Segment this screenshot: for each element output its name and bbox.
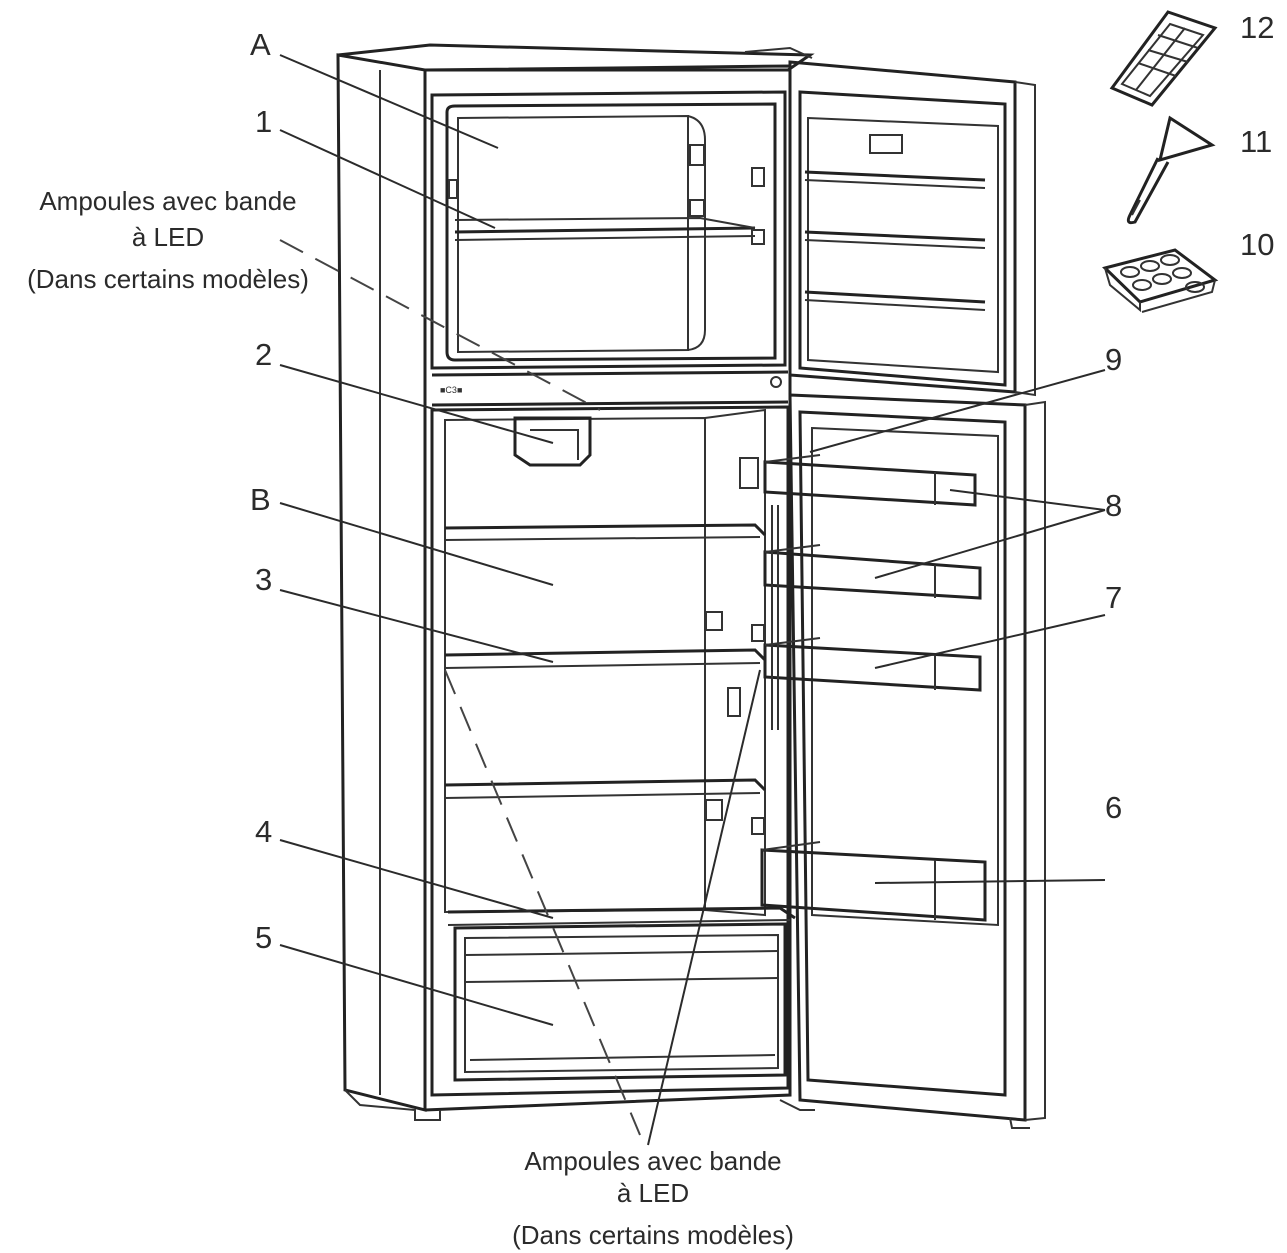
label-3: 3 — [255, 562, 272, 597]
label-10: 10 — [1240, 227, 1274, 262]
leader-lines — [279, 54, 1106, 1146]
freezer-door — [788, 60, 1036, 397]
ice-scraper-11 — [1126, 115, 1216, 225]
label-5: 5 — [255, 920, 272, 955]
freezer-compartment — [430, 90, 787, 370]
fridge-door — [739, 393, 1046, 1129]
egg-tray-10 — [1102, 248, 1219, 313]
part-labels: A 1 2 B 3 4 5 6 7 8 9 10 11 12 — [250, 10, 1274, 955]
led-strip-dashes — [279, 239, 641, 1136]
label-7: 7 — [1105, 580, 1122, 615]
caption-bottom-line1: Ampoules avec bande — [524, 1146, 781, 1176]
label-12: 12 — [1240, 10, 1274, 45]
label-a: A — [250, 27, 271, 62]
label-2: 2 — [255, 337, 272, 372]
caption-top-line1: Ampoules avec bande — [39, 186, 296, 216]
caption-top-line2: à LED — [132, 222, 204, 252]
label-b: B — [250, 482, 271, 517]
caption-bottom-line3: (Dans certains modèles) — [512, 1220, 794, 1250]
fridge-compartment — [430, 405, 796, 1097]
label-11: 11 — [1240, 124, 1272, 159]
svg-text:■C3■: ■C3■ — [440, 385, 462, 395]
label-1: 1 — [255, 104, 272, 139]
caption-led-bottom: Ampoules avec bande à LED (Dans certains… — [512, 1146, 794, 1250]
label-4: 4 — [255, 814, 272, 849]
refrigerator-cabinet: ■C3■ — [336, 43, 815, 1121]
caption-bottom-line2: à LED — [617, 1178, 689, 1208]
ice-tray-12 — [1109, 10, 1218, 107]
label-6: 6 — [1105, 790, 1122, 825]
caption-top-line3: (Dans certains modèles) — [27, 264, 309, 294]
label-8: 8 — [1105, 488, 1122, 523]
label-9: 9 — [1105, 342, 1122, 377]
caption-led-top: Ampoules avec bande à LED (Dans certains… — [27, 186, 309, 294]
